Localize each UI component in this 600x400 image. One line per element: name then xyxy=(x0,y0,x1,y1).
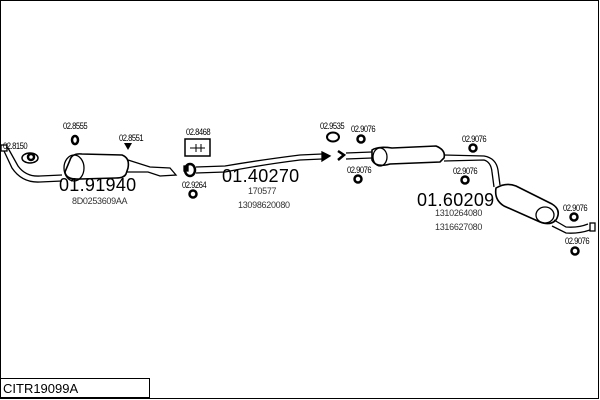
accessory-label: 02.9535 xyxy=(320,121,345,131)
front-muffler xyxy=(64,153,130,180)
middle-muffler xyxy=(371,145,446,167)
accessory-label: 02.9076 xyxy=(565,236,590,246)
front-pipe xyxy=(3,147,63,183)
front-muffler-end xyxy=(63,154,85,182)
oem-number: 8D0253609AA xyxy=(72,196,128,206)
accessory-label: 02.9076 xyxy=(462,134,487,144)
accessory-label: 02.8468 xyxy=(186,127,211,137)
rear-muffler xyxy=(494,183,560,225)
accessory-label: 02.9076 xyxy=(453,166,478,176)
accessory-label: 02.8150 xyxy=(3,141,28,151)
accessory-label: 02.9076 xyxy=(563,203,588,213)
oem-number: 1316627080 xyxy=(435,222,483,232)
accessory-label: 02.8555 xyxy=(63,121,88,131)
oem-number: 13098620080 xyxy=(238,200,290,210)
part-number: 01.91940 xyxy=(59,175,137,195)
front-flange xyxy=(0,144,8,152)
part-number: 01.60209 xyxy=(417,190,495,210)
part-number: 01.40270 xyxy=(222,166,300,186)
oem-number: 170577 xyxy=(248,186,277,196)
accessory-label: 02.9076 xyxy=(351,124,376,134)
oem-number: 1310264080 xyxy=(435,208,483,218)
accessory-label: 02.9264 xyxy=(182,180,207,190)
accessory-label: 02.9076 xyxy=(347,165,372,175)
diagram-code: CITR19099A xyxy=(0,378,150,398)
accessory-label: 02.8551 xyxy=(119,133,144,143)
middle-pipe xyxy=(195,153,323,174)
